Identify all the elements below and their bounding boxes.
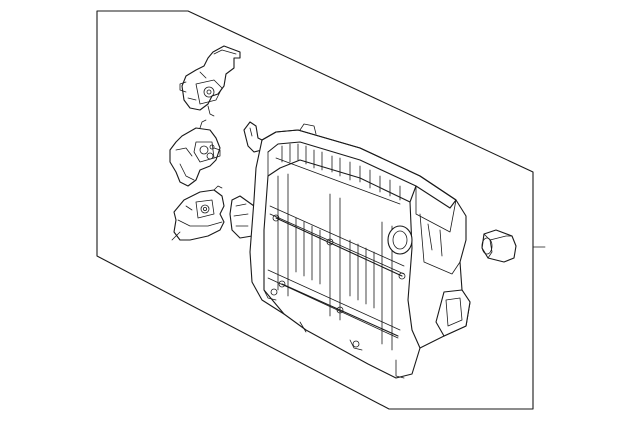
mode-door-actuator[interactable] bbox=[179, 45, 241, 117]
temperature-door-actuator[interactable] bbox=[169, 119, 221, 187]
grommet[interactable] bbox=[481, 229, 517, 263]
hvac-case-assembly[interactable] bbox=[229, 121, 471, 379]
recirculation-door-actuator[interactable] bbox=[171, 185, 225, 241]
assembly-frame bbox=[96, 10, 534, 410]
